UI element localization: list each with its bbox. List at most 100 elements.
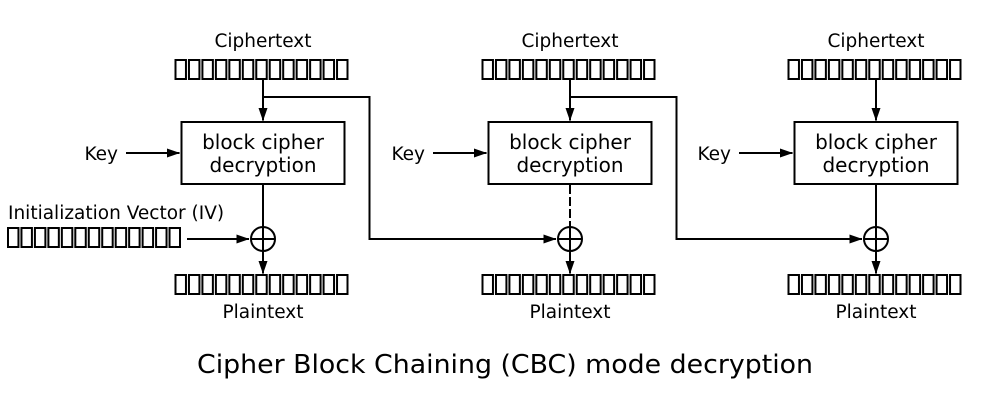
register-cell xyxy=(922,59,935,80)
register-cell xyxy=(535,59,548,80)
register-cell xyxy=(295,274,309,295)
register-cell xyxy=(228,274,241,295)
register-cell xyxy=(881,59,895,80)
box-label-line1: block cipher xyxy=(202,130,325,154)
register-cell xyxy=(87,227,101,248)
register-cell xyxy=(827,59,841,80)
register-cell xyxy=(868,274,881,295)
register-cell xyxy=(255,59,268,80)
register-cell xyxy=(481,274,494,295)
register-cell xyxy=(322,59,336,80)
register-cell xyxy=(168,227,181,248)
register-cell xyxy=(629,59,643,80)
register-cell xyxy=(521,59,535,80)
plaintext-label: Plaintext xyxy=(835,302,916,323)
key-label: Key xyxy=(84,144,118,165)
chain-to-next-xor-line xyxy=(263,96,557,244)
register-cell xyxy=(7,227,20,248)
register-cell xyxy=(174,59,187,80)
register-cell xyxy=(201,274,214,295)
register-cell xyxy=(548,274,562,295)
block-cipher-decryption-box xyxy=(180,121,346,185)
register-cell xyxy=(336,274,349,295)
register-cell xyxy=(101,227,114,248)
register-cell xyxy=(562,274,575,295)
ciphertext-block xyxy=(174,59,349,80)
ciphertext-label: Ciphertext xyxy=(521,31,618,52)
register-cell xyxy=(895,274,908,295)
register-cell xyxy=(141,227,155,248)
initialization-vector: Initialization Vector (IV) xyxy=(7,203,250,248)
register-cell xyxy=(268,59,282,80)
register-cell xyxy=(787,274,800,295)
register-cell xyxy=(214,274,228,295)
plaintext-block xyxy=(174,274,349,295)
register-cell xyxy=(322,274,336,295)
chain-to-next-xor-line xyxy=(570,96,863,244)
key-label: Key xyxy=(697,144,731,165)
plaintext-block xyxy=(787,274,962,295)
register-cell xyxy=(494,59,508,80)
key-label: Key xyxy=(391,144,425,165)
register-cell xyxy=(309,274,322,295)
box-label-line1: block cipher xyxy=(815,130,938,154)
register-cell xyxy=(922,274,935,295)
register-cell xyxy=(481,59,494,80)
register-cell xyxy=(128,227,141,248)
register-cell xyxy=(616,274,629,295)
register-cell xyxy=(643,274,656,295)
register-cell xyxy=(854,59,868,80)
register-cell xyxy=(187,274,201,295)
ciphertext-label: Ciphertext xyxy=(827,31,924,52)
register-cell xyxy=(20,227,33,248)
register-cell xyxy=(841,274,854,295)
register-cell xyxy=(589,274,602,295)
register-cell xyxy=(800,59,814,80)
register-cell xyxy=(268,274,282,295)
plaintext-block xyxy=(481,274,656,295)
register-cell xyxy=(241,59,255,80)
register-cell xyxy=(602,59,616,80)
register-cell xyxy=(74,227,87,248)
register-cell xyxy=(827,274,841,295)
xor-icon xyxy=(250,226,276,252)
register-cell xyxy=(255,274,268,295)
iv-label: Initialization Vector (IV) xyxy=(8,203,224,224)
register-cell xyxy=(114,227,128,248)
register-cell xyxy=(643,59,656,80)
register-cell xyxy=(575,59,589,80)
register-cell xyxy=(908,274,922,295)
register-cell xyxy=(589,59,602,80)
register-cell xyxy=(214,59,228,80)
register-cell xyxy=(562,59,575,80)
register-cell xyxy=(47,227,60,248)
box-label-line2: decryption xyxy=(822,153,929,177)
box-label-line1: block cipher xyxy=(509,130,632,154)
ciphertext-label: Ciphertext xyxy=(214,31,311,52)
block-cipher-decryption-box xyxy=(793,121,959,185)
register-cell xyxy=(868,59,881,80)
xor-icon xyxy=(863,226,889,252)
register-cell xyxy=(309,59,322,80)
register-cell xyxy=(295,59,309,80)
register-cell xyxy=(508,59,521,80)
register-cell xyxy=(336,59,349,80)
ciphertext-block xyxy=(787,59,962,80)
register-cell xyxy=(949,274,962,295)
register-cell xyxy=(908,59,922,80)
register-cell xyxy=(814,59,827,80)
register-cell xyxy=(841,59,854,80)
register-cell xyxy=(935,59,949,80)
register-cell xyxy=(494,274,508,295)
register-cell xyxy=(575,274,589,295)
register-cell xyxy=(187,59,201,80)
ciphertext-block xyxy=(481,59,656,80)
register-cell xyxy=(935,274,949,295)
register-cell xyxy=(33,227,47,248)
register-cell xyxy=(228,59,241,80)
